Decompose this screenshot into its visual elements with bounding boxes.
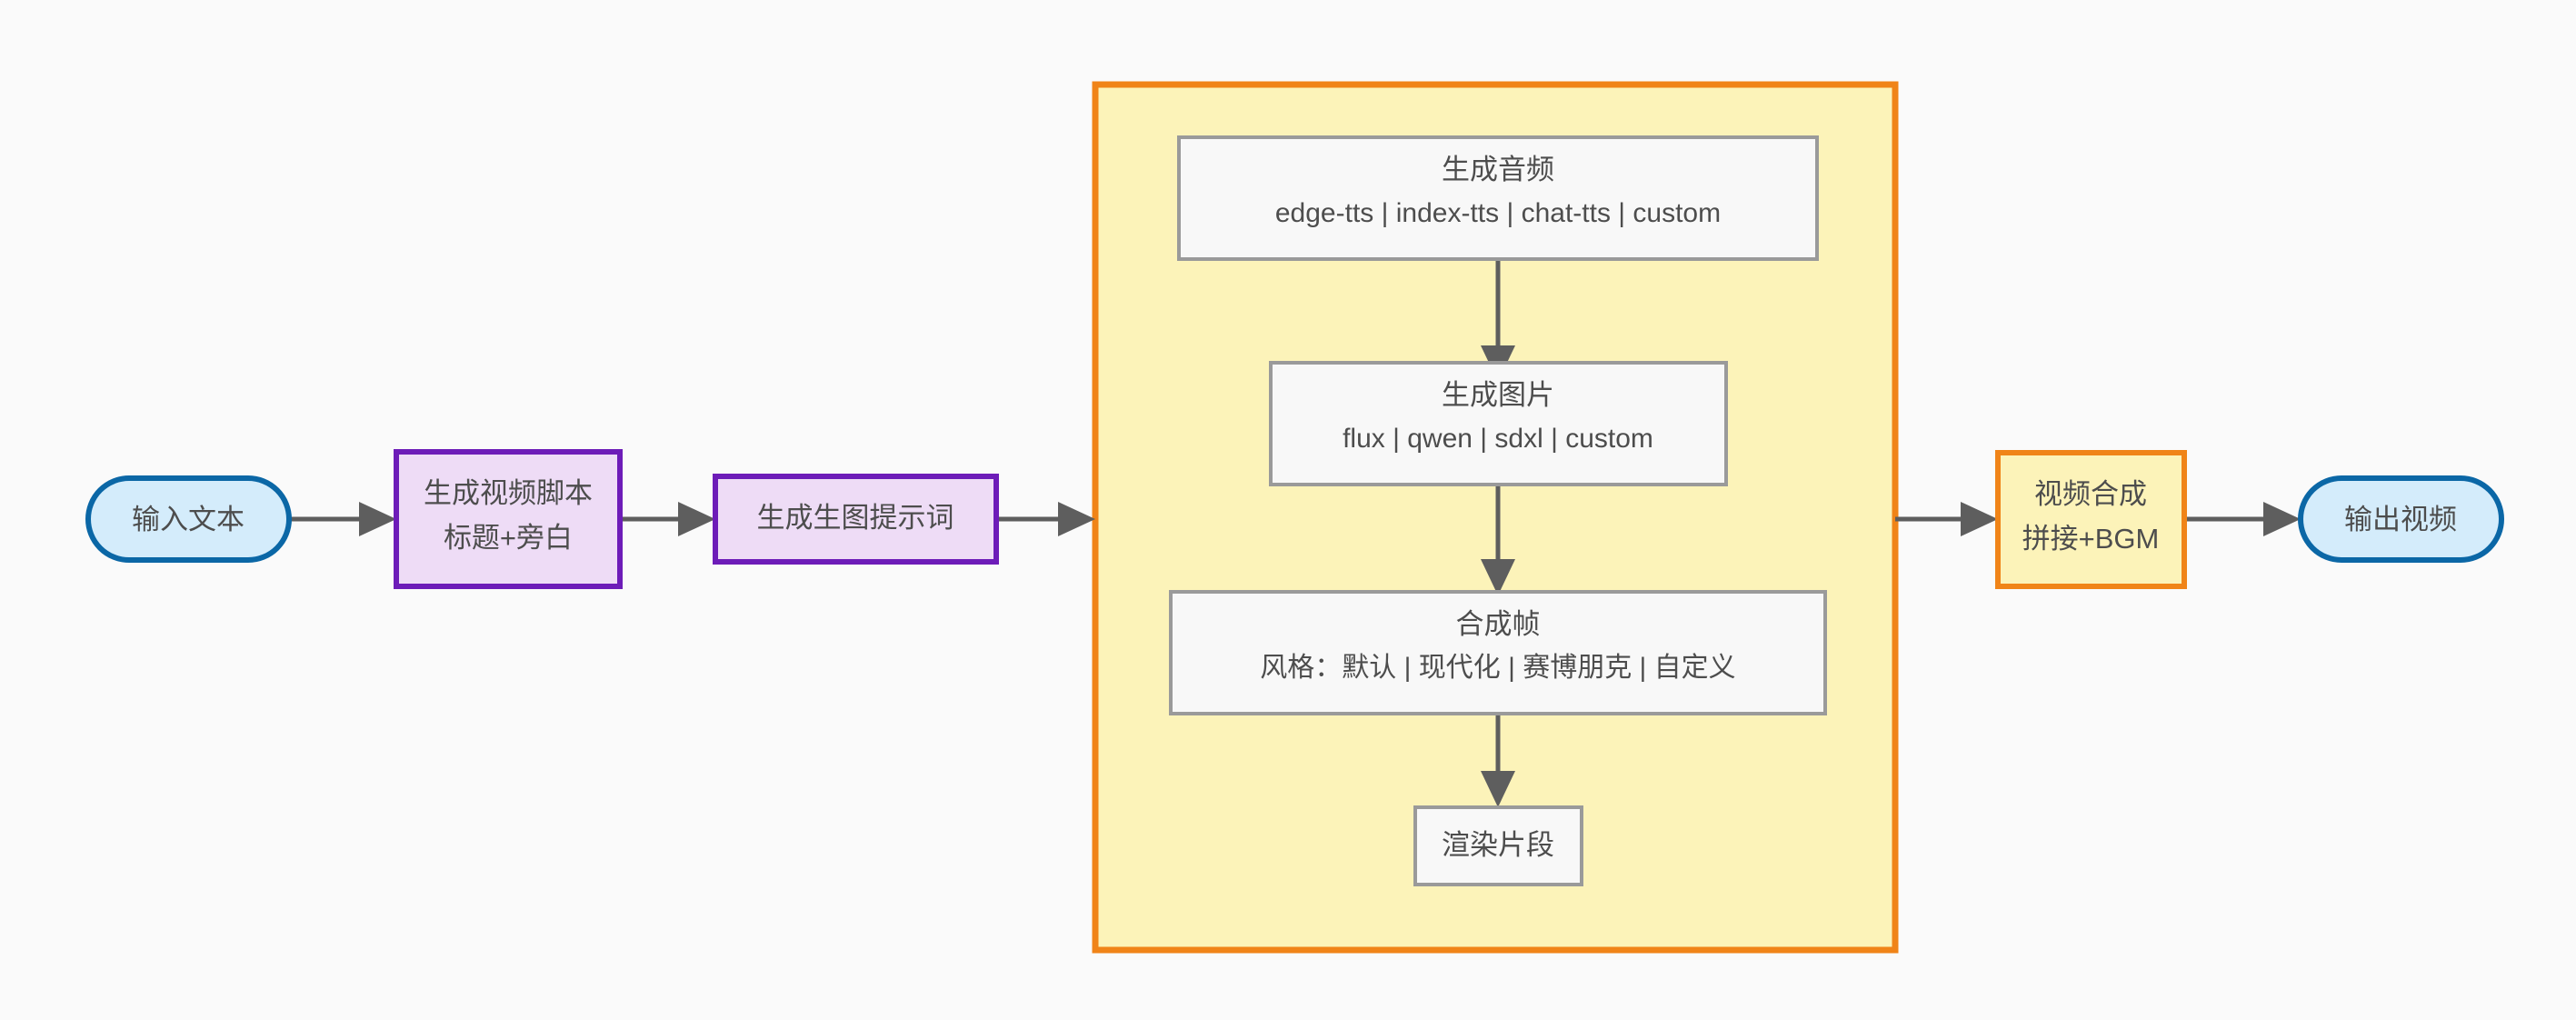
- audio-gen-options: edge-tts | index-tts | chat-tts | custom: [1275, 198, 1721, 228]
- video-merge-subtitle: 拼接+BGM: [2022, 523, 2160, 555]
- render-clip-label: 渲染片段: [1442, 829, 1554, 861]
- image-gen-options: flux | qwen | sdxl | custom: [1343, 424, 1653, 454]
- edge-input-to-script: [289, 502, 396, 536]
- prompt-gen-label: 生成生图提示词: [757, 502, 954, 534]
- node-render-clip[interactable]: 渲染片段: [1413, 805, 1583, 886]
- frame-compose-options: 风格：默认 | 现代化 | 赛博朋克 | 自定义: [1260, 653, 1735, 683]
- image-gen-shape[interactable]: [1269, 361, 1728, 486]
- node-script-gen[interactable]: 生成视频脚本 标题+旁白: [394, 449, 623, 589]
- edge-cluster-to-merge: [1895, 502, 1998, 536]
- edge-script-to-prompt: [620, 502, 715, 536]
- node-input-text[interactable]: 输入文本: [85, 475, 292, 563]
- edge-prompt-to-cluster: [996, 502, 1095, 536]
- edge-merge-to-output: [2184, 502, 2301, 536]
- video-merge-shape[interactable]: [1995, 450, 2187, 589]
- node-video-merge[interactable]: 视频合成 拼接+BGM: [1995, 450, 2187, 589]
- node-audio-gen[interactable]: 生成音频 edge-tts | index-tts | chat-tts | c…: [1177, 135, 1819, 261]
- node-frame-compose[interactable]: 合成帧 风格：默认 | 现代化 | 赛博朋克 | 自定义: [1169, 590, 1827, 715]
- audio-gen-title: 生成音频: [1442, 154, 1554, 185]
- input-text-shape[interactable]: [85, 475, 292, 563]
- input-text-label: 输入文本: [132, 504, 245, 535]
- node-prompt-gen[interactable]: 生成生图提示词: [713, 474, 999, 565]
- edge-frame-to-render: [1481, 714, 1515, 807]
- render-clip-shape[interactable]: [1413, 805, 1583, 886]
- edge-image-to-frame: [1481, 485, 1515, 595]
- image-gen-title: 生成图片: [1442, 379, 1554, 411]
- audio-gen-shape[interactable]: [1177, 135, 1819, 261]
- node-output-video[interactable]: 输出视频: [2298, 475, 2504, 563]
- output-video-label: 输出视频: [2344, 504, 2457, 535]
- node-image-gen[interactable]: 生成图片 flux | qwen | sdxl | custom: [1269, 361, 1728, 486]
- prompt-gen-shape[interactable]: [713, 474, 999, 565]
- script-gen-shape[interactable]: [394, 449, 623, 589]
- frame-compose-title: 合成帧: [1456, 608, 1541, 640]
- frame-compose-shape[interactable]: [1169, 590, 1827, 715]
- video-merge-title: 视频合成: [2034, 478, 2147, 510]
- output-video-shape[interactable]: [2298, 475, 2504, 563]
- script-gen-title: 生成视频脚本: [424, 477, 593, 509]
- script-gen-subtitle: 标题+旁白: [444, 522, 573, 554]
